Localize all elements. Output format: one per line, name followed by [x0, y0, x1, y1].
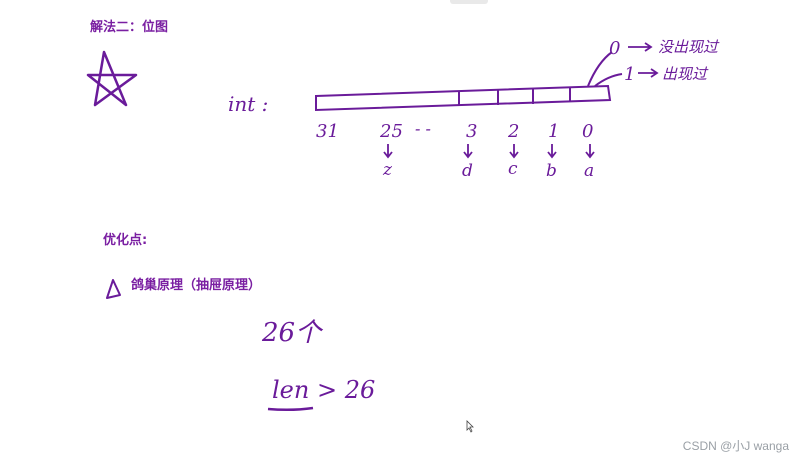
letter-b: b — [546, 161, 557, 181]
bullet-triangle-icon — [106, 279, 121, 299]
window-top-handle — [450, 0, 488, 4]
bit-label-0: 0 — [582, 121, 593, 142]
down-arrows — [383, 144, 595, 159]
bit-array-box — [315, 84, 612, 112]
section-title-optimization: 优化点: — [103, 233, 148, 248]
note-len-gt-26: len > 26 — [272, 376, 376, 404]
bit-label-2: 2 — [507, 121, 519, 142]
star-doodle-icon — [86, 50, 138, 107]
bit-label-1: 1 — [548, 121, 559, 142]
legend-value-0: 0 — [609, 38, 620, 59]
letter-d: d — [462, 161, 473, 181]
legend-arrow-icon — [638, 68, 659, 78]
bit-pointer-line-2 — [594, 73, 623, 87]
letter-z: z — [382, 160, 393, 180]
bit-label-ellipsis: - - — [415, 119, 431, 138]
letter-a: a — [584, 161, 594, 181]
mouse-cursor-icon — [466, 420, 474, 433]
int-type-label: int : — [228, 92, 269, 116]
bit-label-25: 25 — [379, 121, 403, 142]
bit-label-3: 3 — [466, 121, 477, 142]
len-underline — [267, 406, 314, 412]
down-arrow-icon — [509, 144, 519, 159]
down-arrow-icon — [383, 144, 393, 159]
legend-arrow-icon — [628, 42, 653, 52]
down-arrow-icon — [547, 144, 557, 159]
down-arrow-icon — [585, 144, 595, 159]
bit-pointer-line — [587, 51, 613, 87]
section-title-bitmap: 解法二：位图 — [90, 20, 169, 35]
down-arrow-icon — [463, 144, 473, 159]
note-26-count: 26个 — [262, 318, 322, 348]
letter-c: c — [508, 159, 518, 179]
bit-label-31: 31 — [316, 121, 339, 142]
pigeonhole-title: 鸽巢原理（抽屉原理） — [131, 278, 262, 293]
legend-value-1: 1 — [624, 64, 635, 85]
csdn-watermark: CSDN @小J wanga — [682, 439, 789, 453]
legend-meaning-0: 没出现过 — [658, 38, 720, 56]
legend-meaning-1: 出现过 — [662, 65, 709, 83]
